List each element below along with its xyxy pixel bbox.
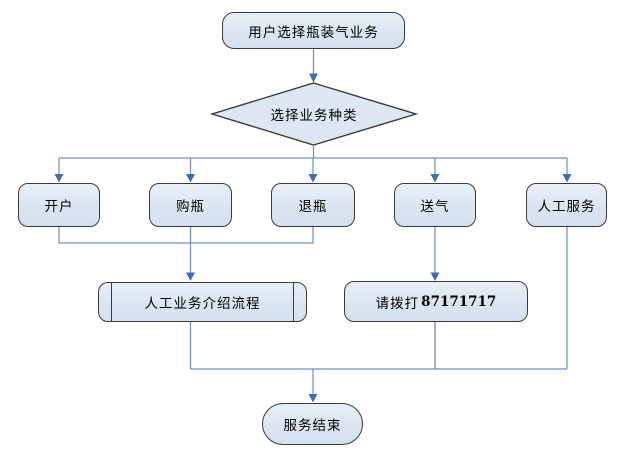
node-end: 服务结束 <box>262 403 363 445</box>
connector-collector-end <box>190 368 567 403</box>
connector-rail-return-bottle <box>308 158 318 183</box>
node-buy-bottle: 购瓶 <box>149 183 232 227</box>
connector-rail-open-account <box>54 158 64 183</box>
node-start-label: 用户选择瓶装气业务 <box>248 24 379 41</box>
node-intro-process: 人工业务介绍流程 <box>98 282 307 322</box>
node-deliver-gas-label: 送气 <box>420 199 450 215</box>
node-return-bottle-label: 退瓶 <box>298 199 328 215</box>
connector-start-decision <box>309 49 318 83</box>
node-manual-service-label: 人工服务 <box>537 199 596 215</box>
node-intro-process-label: 人工业务介绍流程 <box>144 296 261 312</box>
node-call-hotline-prefix: 请拨打 <box>375 295 420 312</box>
node-decision-label: 选择业务种类 <box>270 108 358 124</box>
connector-decision-rail <box>59 145 567 159</box>
node-decision: 选择业务种类 <box>229 101 399 127</box>
node-open-account-label: 开户 <box>44 199 74 215</box>
connector-deliver-call <box>430 227 440 281</box>
connector-rail-manual-service <box>562 158 572 183</box>
node-start: 用户选择瓶装气业务 <box>222 12 405 49</box>
connector-rail-deliver-gas <box>430 158 440 183</box>
node-deliver-gas: 送气 <box>394 183 476 227</box>
node-return-bottle: 退瓶 <box>271 183 355 227</box>
node-manual-service: 人工服务 <box>526 183 607 227</box>
node-call-hotline-number: 87171717 <box>421 293 497 310</box>
node-end-label: 服务结束 <box>283 418 342 434</box>
connector-merge-into-intro <box>58 227 314 281</box>
node-open-account: 开户 <box>18 183 100 227</box>
node-buy-bottle-label: 购瓶 <box>176 199 205 215</box>
connector-rail-buy-bottle <box>186 158 195 183</box>
